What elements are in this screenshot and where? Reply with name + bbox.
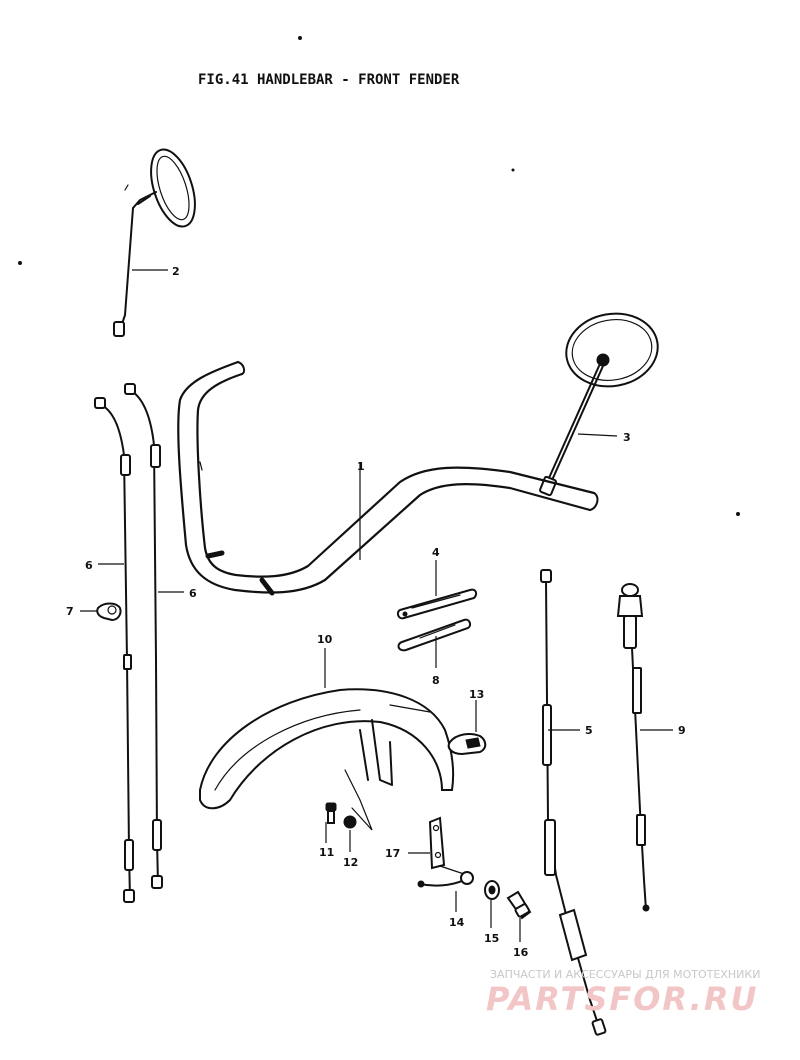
part-15-washer — [484, 880, 500, 900]
callout-3: 3 — [623, 431, 631, 444]
part-5-cable — [540, 569, 607, 1036]
callout-13: 13 — [469, 688, 484, 701]
part-4-bracket — [396, 588, 478, 620]
callout-4: 4 — [432, 546, 440, 559]
part-3-right-mirror — [539, 312, 659, 497]
part-6a-cable — [94, 397, 135, 903]
callout-16: 16 — [513, 946, 529, 959]
callout-7: 7 — [66, 605, 74, 618]
part-12-washer — [343, 815, 357, 829]
part-13-clip — [447, 733, 487, 756]
leader-lines — [80, 269, 673, 942]
part-10-front-fender — [199, 688, 455, 831]
callout-15: 15 — [484, 932, 499, 945]
callout-12: 12 — [343, 856, 358, 869]
callout-10: 10 — [317, 633, 333, 646]
watermark-brand: PARTSFOR.RU — [486, 980, 758, 1018]
callout-11: 11 — [319, 846, 334, 859]
watermark-subtitle: ЗАПЧАСТИ И АКСЕССУАРЫ ДЛЯ МОТОТЕХНИКИ — [490, 968, 760, 981]
part-8-plate — [397, 618, 472, 652]
figure-title: FIG.41 HANDLEBAR - FRONT FENDER — [198, 72, 460, 88]
callout-5: 5 — [585, 724, 593, 737]
callout-6a: 6 — [85, 559, 93, 572]
part-11-bolt — [325, 802, 337, 824]
callout-17: 17 — [385, 847, 400, 860]
part-1-handlebar — [177, 360, 599, 596]
part-6b-cable — [124, 383, 163, 889]
part-2-left-mirror — [113, 148, 196, 337]
callout-1: 1 — [357, 460, 365, 473]
part-7-clip — [96, 602, 122, 622]
callout-9: 9 — [678, 724, 686, 737]
part-16-bolt — [506, 890, 532, 920]
part-17-bracket — [428, 816, 471, 877]
callout-8: 8 — [432, 674, 440, 687]
part-14-clamp — [417, 871, 474, 888]
callout-2: 2 — [172, 265, 180, 278]
callout-6b: 6 — [189, 587, 197, 600]
part-9-cable — [616, 583, 650, 912]
callout-14: 14 — [449, 916, 465, 929]
